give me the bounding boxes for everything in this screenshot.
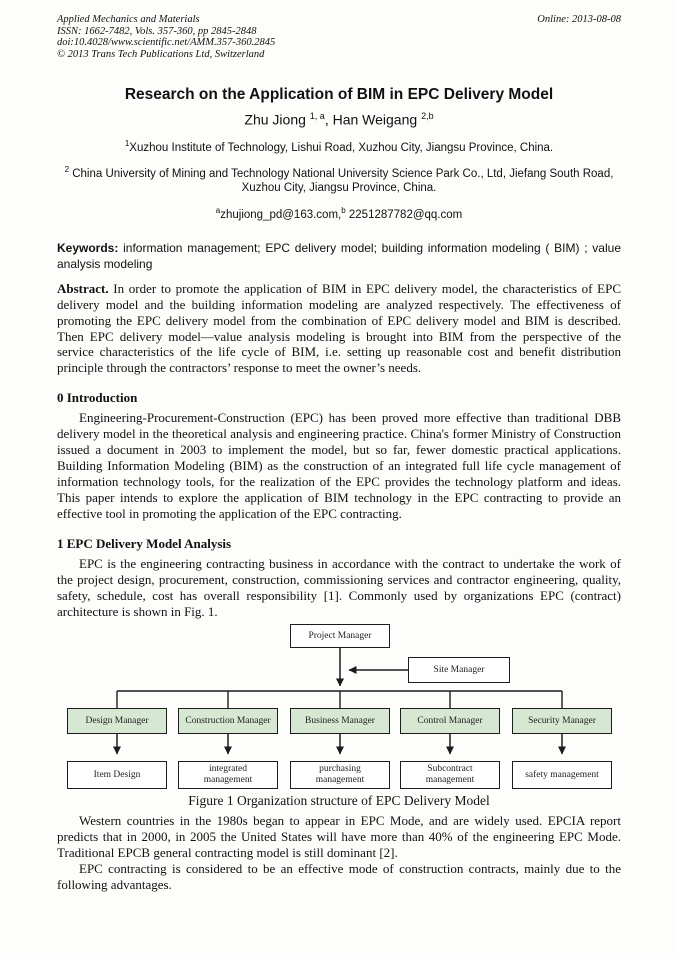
affiliation-2-text: China University of Mining and Technolog… (69, 168, 614, 195)
doi-line: doi:10.4028/www.scientific.net/AMM.357-3… (57, 37, 276, 48)
section-heading-epc-analysis: 1 EPC Delivery Model Analysis (57, 535, 232, 551)
org-box-safety-management: safety management (512, 760, 612, 789)
org-box-site-manager: Site Manager (408, 656, 510, 683)
org-chart: Project Manager Site Manager Design Mana… (57, 623, 621, 789)
affiliation-1-text: Xuzhou Institute of Technology, Lishui R… (129, 141, 554, 154)
email-a: zhujiong_pd@163.com, (220, 209, 342, 222)
org-box-subcontract-management: Subcontract management (400, 760, 500, 789)
author-2-superscript: 2,b (421, 111, 434, 121)
affiliation-2: 2 China University of Mining and Technol… (57, 163, 621, 195)
authors-line: Zhu Jiong 1, a, Han Weigang 2,b (57, 111, 621, 128)
org-box-construction-manager: Construction Manager (178, 707, 278, 734)
copyright-line: © 2013 Trans Tech Publications Ltd, Swit… (57, 48, 265, 60)
author-1: Zhu Jiong (244, 111, 310, 128)
org-box-purchasing-management: purchasing management (290, 760, 390, 789)
keywords-paragraph: Keywords: information management; EPC de… (57, 241, 621, 272)
keywords-label: Keywords: (57, 241, 119, 256)
abstract-label: Abstract. (57, 281, 109, 297)
org-box-security-manager: Security Manager (512, 707, 612, 734)
figure-1: Project Manager Site Manager Design Mana… (57, 623, 621, 809)
keywords-text: information management; EPC delivery mod… (57, 241, 621, 271)
journal-header: Applied Mechanics and Materials ISSN: 16… (57, 14, 621, 60)
org-box-item-design: Item Design (67, 760, 167, 789)
org-box-design-manager: Design Manager (67, 707, 167, 734)
author-2: Han Weigang (332, 111, 422, 128)
org-box-project-manager: Project Manager (290, 623, 390, 648)
abstract-paragraph: Abstract. In order to promote the applic… (57, 281, 621, 376)
affiliation-1: 1Xuzhou Institute of Technology, Lishui … (57, 137, 621, 155)
online-date: Online: 2013-08-08 (537, 14, 621, 25)
author-emails: azhujiong_pd@163.com,b 2251287782@qq.com (57, 204, 621, 222)
journal-info: Applied Mechanics and Materials ISSN: 16… (57, 14, 275, 60)
epc-analysis-paragraph: EPC is the engineering contracting busin… (57, 555, 621, 619)
affiliation-1-superscript: 1 (124, 138, 130, 148)
closing-paragraph-1: Western countries in the 1980s began to … (57, 812, 621, 860)
email-a-superscript: a (215, 206, 221, 216)
figure-caption: Figure 1 Organization structure of EPC D… (188, 792, 490, 808)
issn-line: ISSN: 1662-7482, Vols. 357-360, pp 2845-… (57, 25, 257, 37)
section-heading-introduction: 0 Introduction (57, 389, 138, 405)
author-separator: , (324, 111, 333, 128)
closing-paragraph-2: EPC contracting is considered to be an e… (57, 860, 621, 892)
affiliation-2-superscript: 2 (64, 165, 70, 175)
org-box-business-manager: Business Manager (290, 707, 390, 734)
introduction-paragraph: Engineering-Procurement-Construction (EP… (57, 409, 621, 521)
org-box-integrated-management: integrated management (178, 760, 278, 789)
paper-title: Research on the Application of BIM in EP… (124, 86, 554, 103)
author-1-superscript: 1, a (309, 111, 325, 121)
org-box-control-manager: Control Manager (400, 707, 500, 734)
journal-name: Applied Mechanics and Materials (57, 14, 200, 25)
email-b: 2251287782@qq.com (345, 209, 463, 222)
email-b-superscript: b (341, 206, 346, 216)
abstract-text: In order to promote the application of B… (57, 281, 621, 376)
